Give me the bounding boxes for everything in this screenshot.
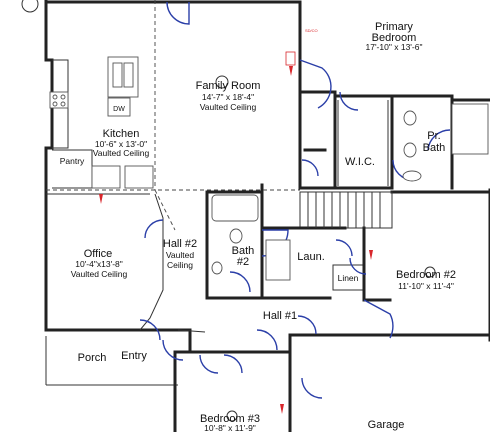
hall2-name: Hall #2: [163, 238, 197, 250]
primary-bedroom-name-2: Bedroom: [372, 32, 417, 44]
ceiling-lines: [46, 0, 300, 231]
hall2-note-1: Vaulted: [166, 250, 194, 260]
laundry-name: Laun.: [297, 251, 325, 263]
linen-name: Linen: [338, 273, 359, 283]
office-name: Office: [84, 248, 113, 260]
bedroom2-name: Bedroom #2: [396, 269, 456, 281]
bedroom3-dims: 10'-8" x 11'-9": [204, 423, 256, 432]
bedroom2-dims: 11'-10" x 11'-4": [398, 281, 454, 291]
hall1-name: Hall #1: [263, 310, 297, 322]
primary-bedroom-dims: 17'-10" x 13'-6": [365, 42, 422, 52]
bath2-name-2: #2: [237, 256, 249, 268]
office-note: Vaulted Ceiling: [71, 269, 128, 279]
family-room-name: Family Room: [196, 80, 261, 92]
hall2-note-2: Ceiling: [167, 260, 193, 270]
dishwasher-label: DW: [113, 106, 125, 113]
bedroom3-name: Bedroom #3: [200, 413, 260, 425]
porch-name: Porch: [78, 352, 107, 364]
kitchen-note: Vaulted Ceiling: [93, 148, 150, 158]
family-room-dims: 14'-7" x 18'-4": [202, 92, 254, 102]
family-room-note: Vaulted Ceiling: [200, 102, 257, 112]
primary-bedroom-name-1: Primary: [375, 21, 413, 33]
garage-name: Garage: [368, 419, 405, 431]
pantry-name: Pantry: [60, 156, 85, 166]
markers: SD/CO: [99, 28, 373, 414]
entry-name: Entry: [121, 350, 147, 362]
kitchen-name: Kitchen: [103, 128, 140, 140]
pr-bath-name-1: Pr.: [427, 130, 440, 142]
office-dims: 10'-4"x13'-8": [75, 259, 123, 269]
wic-name: W.I.C.: [345, 156, 375, 168]
pr-bath-name-2: Bath: [423, 142, 446, 154]
kitchen-dims: 10'-6" x 13'-0": [95, 139, 147, 149]
bath2-name-1: Bath: [232, 245, 255, 257]
sound-marker-label: SD/CO: [305, 28, 318, 33]
fixtures: [21, 0, 489, 422]
room-labels: Primary Bedroom 17'-10" x 13'-6" Family …: [60, 21, 456, 432]
